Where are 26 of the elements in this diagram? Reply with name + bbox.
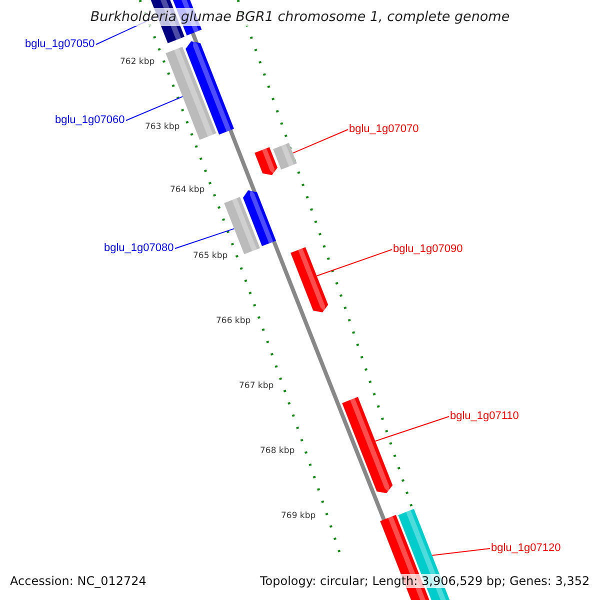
leader-line [292, 129, 348, 154]
tick-label: 767 kbp [239, 381, 274, 391]
leader-line [174, 228, 235, 249]
leader-line [432, 548, 490, 556]
tick-label: 763 kbp [145, 122, 180, 132]
footer-text: Accession: NC_012724 [8, 574, 148, 588]
gene-label: bglu_1g07110 [450, 410, 519, 423]
leader-line [374, 416, 450, 442]
tick-label: 765 kbp [193, 251, 228, 261]
gene-label: bglu_1g07070 [349, 123, 419, 136]
tick-label: 766 kbp [216, 316, 251, 326]
tick-label: 768 kbp [260, 446, 295, 456]
tick-label: 769 kbp [281, 511, 316, 521]
gene-label: bglu_1g07120 [491, 542, 561, 555]
gene-label: bglu_1g07090 [393, 243, 463, 256]
tick-label: 762 kbp [120, 57, 155, 67]
gene-block [342, 396, 393, 494]
gene-block [273, 142, 297, 170]
gene-label: bglu_1g07050 [25, 38, 95, 51]
tick-label: 764 kbp [170, 185, 205, 195]
gene-label: bglu_1g07080 [104, 242, 174, 255]
gene-block [166, 46, 216, 140]
leader-line [316, 249, 392, 276]
gene-label: bglu_1g07060 [55, 114, 125, 127]
leader-line [126, 96, 184, 121]
gene-block [290, 247, 328, 312]
